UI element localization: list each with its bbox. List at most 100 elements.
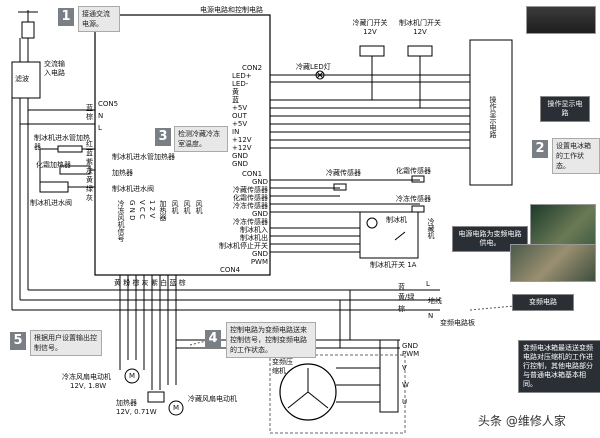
con1-pin: GND [251, 210, 268, 218]
con4-header: 加热器 [159, 200, 167, 221]
con4-label: CON4 [220, 266, 241, 274]
wire-color: 绿 [86, 185, 93, 193]
con5-label: CON5 [98, 100, 119, 108]
con1b-pins: 制冰机入 制冰机出 制冰机停止开关 GND PWM [206, 226, 268, 266]
con2-pin: IN [232, 128, 240, 136]
con5-label-heater: 加热器 [112, 169, 133, 177]
callout-3-number: 3 [155, 128, 171, 146]
con1b-pin: PWM [250, 258, 268, 266]
callout-5-number: 5 [10, 332, 26, 350]
con1-pin: 冷冻传感器 [233, 202, 268, 210]
fridge-sensor-label: 冷藏传感器 [326, 169, 361, 177]
line-n-label: N [428, 312, 434, 320]
con4-headers: 冷冻风机信号 G N D V C C 1 2 V 加热器 风机 风机 风机 [116, 200, 204, 242]
wire-color: 红 [86, 140, 93, 148]
inverter-gnd: GND [402, 342, 419, 350]
defrost-sensor-label: 化霜传感器 [396, 167, 431, 175]
freezer-sensor-label: 冷冻传感器 [396, 195, 431, 203]
defrost-heater-label: 化霜加热器 [36, 161, 71, 169]
con2-pin: 黄 [232, 88, 239, 96]
icemaker-side-label: 冷藏机 [427, 218, 435, 239]
callout-4-text: 控制电路为变频电路送来控制信号，控制变频电路的工作状态。 [226, 322, 316, 358]
wire-color: 蓝 [86, 149, 93, 157]
con4-header: 冷冻风机信号 [117, 200, 125, 242]
con2-pin: LED- [232, 80, 249, 88]
con4-header: 风机 [195, 200, 203, 214]
callout-5-text: 根据用户设置输出控制信号。 [30, 330, 102, 356]
fan-motor-spec: 12V, 1.8W [70, 382, 107, 390]
con1b-pin: 制冰机停止开关 [219, 242, 268, 250]
wire-color: 棕 [86, 113, 93, 121]
watermark: 头条 @维修人家 [478, 414, 566, 428]
power-input-label: 交流输入电路 [44, 60, 65, 77]
compressor-label: 变频压缩机 [272, 358, 293, 375]
fridge-door-switch-label: 冷藏门开关 [352, 19, 388, 27]
filter-label: 滤波 [15, 75, 29, 83]
wire-color: 灰 [86, 194, 93, 202]
con5-pin: L [98, 124, 102, 132]
con5-pin: N [98, 112, 104, 120]
inverter-v: V [402, 364, 407, 372]
con4-header: 1 2 V [148, 200, 156, 219]
fridge-door-voltage: 12V [363, 28, 377, 36]
inverter-photo-label: 变频电路 [512, 294, 574, 311]
wire-color: 紫 [86, 158, 93, 166]
display-caption: 操作显示电路 [540, 96, 590, 122]
blue-wire-label: 蓝 [398, 283, 405, 291]
con1-pins: GND 冷藏传感器 化霜传感器 冷冻传感器 GND 冷冻传感器 [222, 178, 268, 226]
display-board-photo [526, 6, 596, 34]
fridge-led-label: 冷藏LED灯 [296, 63, 331, 71]
inverter-board-photo [510, 244, 596, 282]
pipe-heater-label: 制冰机进水管加热器 [34, 134, 90, 151]
con2-pin: GND [232, 152, 249, 160]
heater-label: 加热器 [116, 399, 137, 407]
icemaker-outline [359, 211, 419, 259]
callout-1-number: 1 [58, 8, 74, 26]
fan-motor-label: 冷冻风扇电动机 [62, 373, 111, 381]
ground-label: 地线 [428, 297, 442, 305]
inverter-terminal-block [379, 339, 399, 413]
board-title: 电源电路和控制电路 [200, 6, 263, 14]
icemaker-switch-label: 制冰机开关 1A [370, 261, 417, 269]
con2-pin: GND [232, 160, 249, 168]
con2-pin: 蓝 [232, 96, 239, 104]
con2-label: CON2 [242, 64, 263, 72]
con1b-pin: 制冰机出 [240, 234, 268, 242]
wire-color: 蓝 [86, 104, 93, 112]
wire-color: 黄 [86, 176, 93, 184]
freezer-door-switch-label: 制冰机门开关 [399, 19, 441, 27]
icemaker-motor-label: 制冰机 [386, 216, 407, 224]
con5-label-valve: 制冰机进水阀 [112, 185, 154, 193]
con5-pins: N L [98, 110, 103, 134]
display-circuit-label: 操作显示电路 [489, 96, 497, 138]
con1-pin: 冷冻传感器 [233, 218, 268, 226]
con2-pins: LED+ LED- 黄 蓝 +5V OUT +5V IN +12V +12V G… [232, 72, 252, 168]
con4-header: V C C [138, 200, 146, 220]
con1b-pin: 制冰机入 [240, 226, 268, 234]
con4-header: G N D [128, 200, 136, 221]
fan-motor-m: M [129, 372, 136, 380]
freezer-door-voltage: 12V [413, 28, 427, 36]
callout-1-text: 接通交流电源。 [78, 6, 120, 32]
wire-color: 灰 [86, 167, 93, 175]
callout-4-number: 4 [205, 330, 221, 348]
con2-pin: +5V [232, 120, 248, 128]
brown-wire-label: 棕 [398, 305, 405, 313]
con2-pin: LED+ [232, 72, 252, 80]
wire-color-list: 蓝 棕 [86, 104, 93, 122]
con1-pin: 化霜传感器 [233, 194, 268, 202]
inverter-note: 变频电冰箱最适送变频电路对压缩机的工作进行控制，其他电路部分与普通电冰箱基本相同… [518, 340, 600, 393]
con2-pin: +12V [232, 144, 252, 152]
con2-pin: OUT [232, 112, 247, 120]
fridge-fan-m: M [173, 404, 180, 412]
line-l-label: L [426, 280, 430, 288]
con1b-pin: GND [251, 250, 268, 258]
power-plug [21, 21, 35, 39]
inverter-w: W [402, 381, 409, 389]
con2-pin: +5V [232, 104, 248, 112]
con4-header: 风机 [183, 200, 191, 214]
callout-2-text: 设置电冰箱的工作状态。 [552, 138, 600, 174]
con2-pin: +12V [232, 136, 252, 144]
valve-label: 制冰机进水阀 [30, 199, 72, 207]
